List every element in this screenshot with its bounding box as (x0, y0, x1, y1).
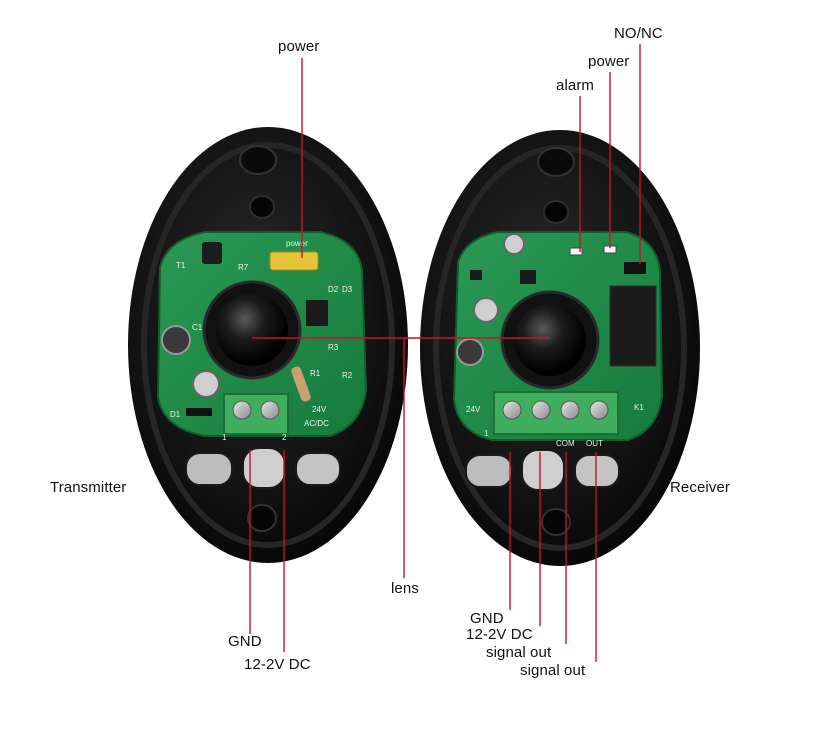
nonc-jumper (624, 262, 646, 274)
pcb-power-text: power (286, 239, 308, 248)
cable-slot-center (242, 447, 286, 489)
resistor (291, 366, 311, 402)
label-receiver: Receiver (670, 479, 730, 496)
pcb-pin2-text: 2 (282, 433, 287, 442)
diode (186, 408, 212, 416)
pcb-d1-text: D1 (170, 410, 181, 419)
pcb-pin1-text: 1 (484, 429, 489, 438)
cable-slot-left (465, 454, 513, 488)
cable-slot-left (185, 452, 233, 486)
receiver-unit: K1 24V 1 COM OUT (420, 130, 700, 566)
cable-slot-right (574, 454, 620, 488)
pcb-t1-text: T1 (176, 261, 186, 270)
terminal-screw-2 (531, 400, 551, 420)
terminal-screw-4 (589, 400, 609, 420)
label-rx-signal-out-2: signal out (520, 662, 586, 679)
pcb-r2-text: R2 (342, 371, 353, 380)
small-chip (520, 270, 536, 284)
ic-chip (306, 300, 328, 326)
electrolytic-capacitor-2 (192, 370, 220, 398)
cable-slot-center (521, 449, 565, 491)
pcb-24v-text: 24V (312, 405, 327, 414)
mounting-hole-bottom (247, 504, 277, 532)
small-chip (470, 270, 482, 280)
pcb-k1-text: K1 (634, 403, 644, 412)
electrolytic-capacitor-2 (473, 297, 499, 323)
pcb-d2-text: D2 (328, 285, 339, 294)
terminal-screw-3 (560, 400, 580, 420)
cable-slot-right (295, 452, 341, 486)
pcb-acdc-text: AC/DC (304, 419, 329, 428)
mounting-hole-bottom (541, 508, 571, 536)
label-lens: lens (391, 580, 419, 597)
alarm-led (569, 247, 583, 256)
receiver-lens (514, 304, 586, 376)
pcb-c1-text: C1 (192, 323, 203, 332)
callout-lines (249, 44, 641, 662)
transmitter-unit: power T1 R7 C1 D1 D2 D3 R1 R2 R3 24V AC/… (128, 127, 408, 563)
electrolytic-capacitor-1 (161, 325, 191, 355)
label-rx-gnd: GND (470, 610, 504, 627)
label-tx-power: power (278, 38, 320, 55)
label-tx-gnd: GND (228, 633, 262, 650)
electrolytic-capacitor-3 (456, 338, 484, 366)
transmitter-housing-rim (141, 142, 395, 548)
transmitter-lens (216, 294, 288, 366)
mounting-hole-top (537, 147, 575, 177)
terminal-screw-2 (260, 400, 280, 420)
pcb-24v-text: 24V (466, 405, 481, 414)
transistor (202, 242, 222, 264)
terminal-screw-1 (232, 400, 252, 420)
mounting-hole-upper (543, 200, 569, 224)
pcb-com-text: COM (556, 439, 575, 448)
terminal-screw-1 (502, 400, 522, 420)
mounting-hole-top (239, 145, 277, 175)
label-tx-dc: 12-2V DC (244, 656, 311, 673)
pcb-r3-text: R3 (328, 343, 339, 352)
label-rx-signal-out-1: signal out (486, 644, 552, 661)
label-rx-dc: 12-2V DC (466, 626, 533, 643)
power-capacitor (269, 251, 319, 271)
pcb-r1-text: R1 (310, 369, 321, 378)
pcb-r7-text: R7 (238, 263, 249, 272)
pcb-pin1-text: 1 (222, 433, 227, 442)
label-transmitter: Transmitter (50, 479, 127, 496)
label-rx-nonc: NO/NC (614, 25, 663, 42)
relay (609, 285, 657, 367)
mounting-hole-upper (249, 195, 275, 219)
label-rx-alarm: alarm (556, 77, 595, 94)
electrolytic-capacitor-1 (503, 233, 525, 255)
pcb-d3-text: D3 (342, 285, 353, 294)
label-rx-power: power (588, 53, 630, 70)
pcb-out-text: OUT (586, 439, 603, 448)
